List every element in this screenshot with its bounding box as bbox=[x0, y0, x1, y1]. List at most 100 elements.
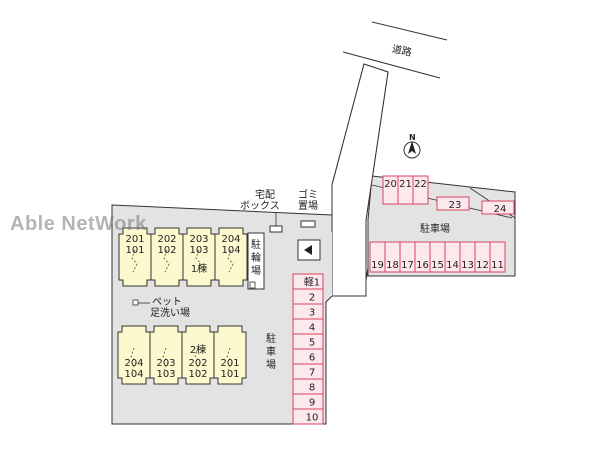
room-upper: 203 bbox=[156, 358, 175, 369]
parking-space-number: 16 bbox=[416, 260, 429, 271]
parking-space: 20 bbox=[382, 175, 399, 205]
parking-space-number: 21 bbox=[399, 179, 412, 190]
building-name: 2棟 bbox=[190, 343, 206, 356]
parking-space-number: 19 bbox=[371, 260, 384, 271]
compass-label: N bbox=[409, 133, 416, 142]
room-lower: 102 bbox=[157, 245, 176, 256]
parking-space-number: 軽1 bbox=[304, 277, 320, 289]
parking-space-number: 22 bbox=[414, 179, 427, 190]
entrance-arrow-icon bbox=[304, 245, 312, 255]
bicycle-parking bbox=[247, 232, 265, 290]
parking-space-number: 11 bbox=[491, 260, 504, 271]
parking-main-label-1: 駐 bbox=[266, 332, 276, 345]
parking-space-number: 18 bbox=[386, 260, 399, 271]
parking-space-number: 5 bbox=[309, 338, 315, 349]
parking-space: 9 bbox=[292, 393, 324, 410]
parking-space: 4 bbox=[292, 318, 324, 335]
room-lower: 104 bbox=[124, 369, 143, 380]
garbage-label-1: ゴミ bbox=[298, 188, 318, 201]
parking-space: 8 bbox=[292, 378, 324, 395]
parking-space-number: 10 bbox=[306, 413, 319, 424]
parking-main-label-3: 場 bbox=[266, 358, 276, 371]
pet-wash-label-2: 足洗い場 bbox=[150, 306, 190, 319]
parking-space: 6 bbox=[292, 348, 324, 365]
parking-space: 軽1 bbox=[292, 273, 324, 290]
parking-space: 13 bbox=[459, 241, 476, 273]
road-label: 道路 bbox=[391, 42, 413, 59]
garbage-station bbox=[300, 220, 316, 228]
parking-space-number: 8 bbox=[309, 383, 315, 394]
parking-space-number: 15 bbox=[431, 260, 444, 271]
garbage-label-2: 置場 bbox=[298, 199, 318, 212]
parking-space: 15 bbox=[429, 241, 446, 273]
pet-wash-icon bbox=[132, 299, 139, 306]
parking-space: 14 bbox=[444, 241, 461, 273]
room-upper: 202 bbox=[188, 358, 207, 369]
parking-space: 5 bbox=[292, 333, 324, 350]
parking-space-number: 4 bbox=[309, 323, 315, 334]
room-upper: 201 bbox=[220, 358, 239, 369]
parking-east-angled: 23 24 bbox=[436, 196, 515, 215]
parking-space-number: 3 bbox=[309, 308, 315, 319]
parking-space: 11 bbox=[489, 241, 506, 273]
parking-space: 3 bbox=[292, 303, 324, 320]
north-compass-icon: N bbox=[403, 133, 421, 159]
building-name: 1棟 bbox=[191, 262, 207, 275]
parking-space-number: 20 bbox=[384, 179, 397, 190]
room-upper: 204 bbox=[124, 358, 143, 369]
parking-main-label-2: 車 bbox=[266, 345, 276, 358]
parking-space: 16 bbox=[414, 241, 431, 273]
parking-space: 23 bbox=[436, 196, 470, 211]
parking-space: 2 bbox=[292, 288, 324, 305]
room-lower: 104 bbox=[221, 245, 240, 256]
parking-space: 12 bbox=[474, 241, 491, 273]
parking-east-label: 駐車場 bbox=[420, 222, 450, 235]
room-lower: 102 bbox=[188, 369, 207, 380]
parking-space-number: 14 bbox=[446, 260, 459, 271]
delivery-box-label-1: 宅配 bbox=[255, 188, 275, 201]
parking-space-number: 12 bbox=[476, 260, 489, 271]
room-upper: 202 bbox=[157, 234, 176, 245]
pet-wash-label-1: ペット bbox=[152, 297, 182, 308]
room-lower: 101 bbox=[125, 245, 144, 256]
parking-space: 17 bbox=[399, 241, 416, 273]
parking-west: 軽1 2 3 4 5 6 7 8 9 10 bbox=[292, 273, 324, 425]
parking-space-number: 24 bbox=[494, 204, 507, 215]
parking-space-number: 23 bbox=[449, 200, 462, 211]
bicycle-label-1: 駐 bbox=[251, 238, 261, 251]
parking-space: 18 bbox=[384, 241, 401, 273]
parking-space: 22 bbox=[412, 175, 429, 205]
room-lower: 101 bbox=[220, 369, 239, 380]
room-upper: 201 bbox=[125, 234, 144, 245]
delivery-box-label-2: ボックス bbox=[240, 200, 280, 212]
parking-space: 24 bbox=[481, 200, 515, 215]
parking-space-number: 9 bbox=[309, 398, 315, 409]
parking-space-number: 17 bbox=[401, 260, 414, 271]
parking-space: 19 bbox=[369, 241, 386, 273]
room-upper: 204 bbox=[221, 234, 240, 245]
delivery-box bbox=[269, 225, 283, 233]
bicycle-label-2: 輪 bbox=[251, 251, 261, 264]
room-lower: 103 bbox=[156, 369, 175, 380]
watermark: Able NetWork bbox=[10, 213, 147, 235]
parking-space-number: 2 bbox=[309, 293, 315, 304]
room-lower: 103 bbox=[189, 245, 208, 256]
parking-space: 21 bbox=[397, 175, 414, 205]
parking-space-number: 6 bbox=[309, 353, 315, 364]
parking-space: 7 bbox=[292, 363, 324, 380]
parking-space-number: 7 bbox=[309, 368, 315, 379]
bicycle-label-3: 場 bbox=[251, 264, 261, 277]
